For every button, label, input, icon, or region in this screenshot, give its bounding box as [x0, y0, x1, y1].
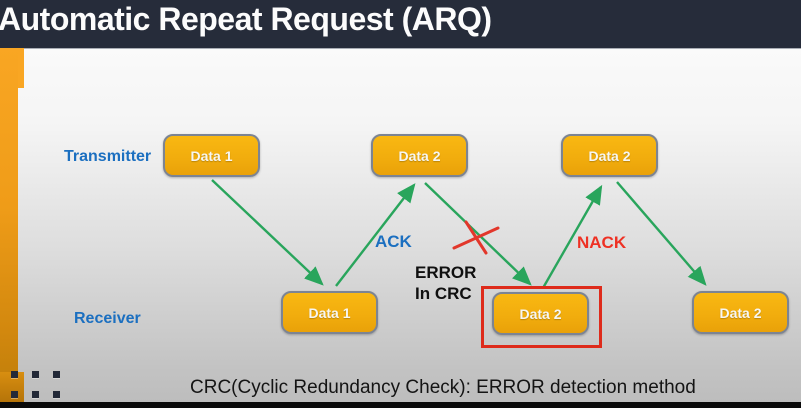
data-box-tx-1: Data 1: [163, 134, 260, 177]
error-x-icon: [452, 220, 500, 255]
arrow-data1-down: [211, 179, 324, 286]
data-box-tx-3: Data 2: [561, 134, 658, 177]
error-note-line2: In CRC: [415, 284, 472, 303]
data-box-tx-2: Data 2: [371, 134, 468, 177]
arrow-data2-retransmit-down: [616, 181, 707, 286]
error-note: ERROR In CRC: [415, 262, 476, 304]
arrow-data2-down-error: [424, 182, 532, 286]
ack-label: ACK: [375, 232, 412, 251]
bottom-strip: [0, 402, 801, 408]
dot: [11, 371, 18, 378]
nack-label: NACK: [577, 233, 627, 252]
title-bar: Automatic Repeat Request (ARQ): [0, 0, 801, 49]
slide-title: Automatic Repeat Request (ARQ): [0, 1, 492, 37]
dot: [11, 391, 18, 398]
dot-grid-decoration: [11, 371, 63, 400]
transmitter-label: Transmitter: [64, 148, 152, 165]
left-accent-bar: [0, 48, 18, 402]
arrow-ack-up: [335, 183, 416, 287]
dot: [53, 391, 60, 398]
arrow-nack-up: [541, 184, 603, 289]
caption: CRC(Cyclic Redundancy Check): ERROR dete…: [190, 377, 696, 398]
dot: [32, 371, 39, 378]
data-box-rx-2-error: Data 2: [492, 292, 589, 335]
dot: [53, 371, 60, 378]
dot: [32, 391, 39, 398]
receiver-label: Receiver: [74, 310, 141, 327]
data-box-rx-1: Data 1: [281, 291, 378, 334]
error-note-line1: ERROR: [415, 263, 477, 282]
error-highlight-box: [481, 286, 602, 348]
data-box-rx-3: Data 2: [692, 291, 789, 334]
